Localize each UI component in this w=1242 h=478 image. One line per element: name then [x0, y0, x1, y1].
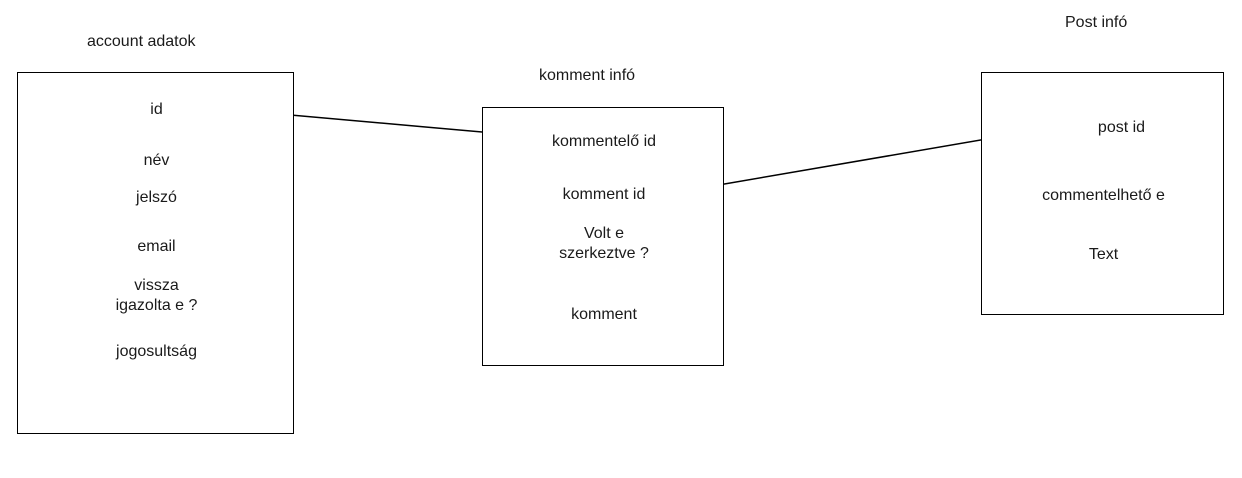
account-field-verified: vissza igazolta e ?: [115, 277, 198, 314]
comment-field-commenter-id: kommentelő id: [551, 133, 657, 150]
comment-entity-box: kommentelő id komment id Volt e szerkezt…: [482, 107, 724, 366]
account-field-password: jelszó: [136, 189, 177, 206]
post-field-post-id: post id: [1097, 119, 1146, 136]
post-title: Post infó: [1065, 14, 1128, 31]
account-field-permission: jogosultság: [116, 343, 197, 360]
account-field-name: név: [143, 152, 170, 169]
account-field-email: email: [137, 238, 176, 255]
post-field-text: Text: [1088, 246, 1119, 263]
account-field-id: id: [150, 101, 163, 118]
comment-field-comment-id: komment id: [562, 186, 646, 203]
comment-title: komment infó: [539, 67, 636, 84]
account-title: account adatok: [87, 33, 196, 50]
post-entity-box: post id commentelhető e Text: [981, 72, 1224, 315]
post-field-commentable: commentelhető e: [1042, 187, 1165, 204]
account-entity-box: id név jelszó email vissza igazolta e ? …: [17, 72, 294, 434]
comment-field-comment: komment: [571, 306, 637, 323]
comment-field-edited: Volt e szerkeztve ?: [559, 225, 649, 262]
